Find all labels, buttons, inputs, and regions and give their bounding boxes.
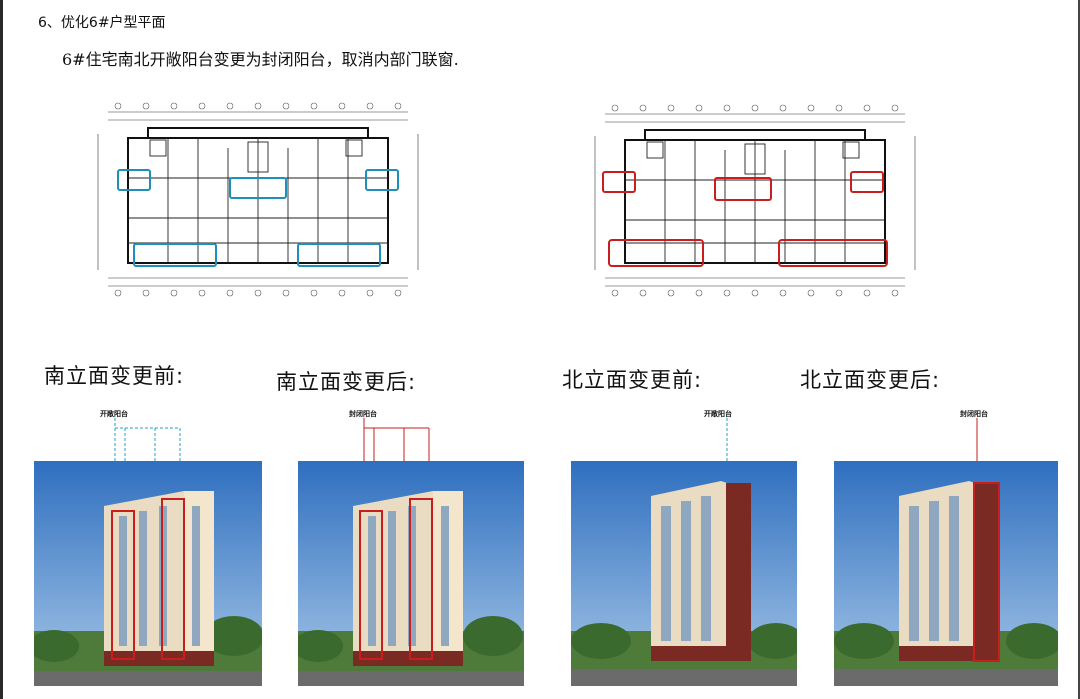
floor-plan-after <box>585 100 925 300</box>
caption-north-before: 北立面变更前: <box>562 368 703 392</box>
caption-north-after: 北立面变更后: <box>800 368 941 392</box>
caption-south-before: 南立面变更前: <box>44 364 185 388</box>
floor-plan-before <box>88 98 428 300</box>
render-south-before <box>34 461 262 686</box>
change-description: 6#住宅南北开敞阳台变更为封闭阳台，取消内部门联窗. <box>62 50 459 69</box>
render-north-before <box>571 461 797 686</box>
section-heading: 6、优化6#户型平面 <box>38 15 166 31</box>
render-south-after <box>298 461 524 686</box>
tag-south-before: 开敞阳台 <box>100 410 128 418</box>
render-north-after <box>834 461 1058 686</box>
tag-north-before: 开敞阳台 <box>704 410 732 418</box>
tag-south-after: 封闭阳台 <box>349 410 377 418</box>
tag-north-after: 封闭阳台 <box>960 410 988 418</box>
page-right-border <box>1078 0 1080 699</box>
page-left-border <box>0 0 3 699</box>
caption-south-after: 南立面变更后: <box>276 370 417 394</box>
